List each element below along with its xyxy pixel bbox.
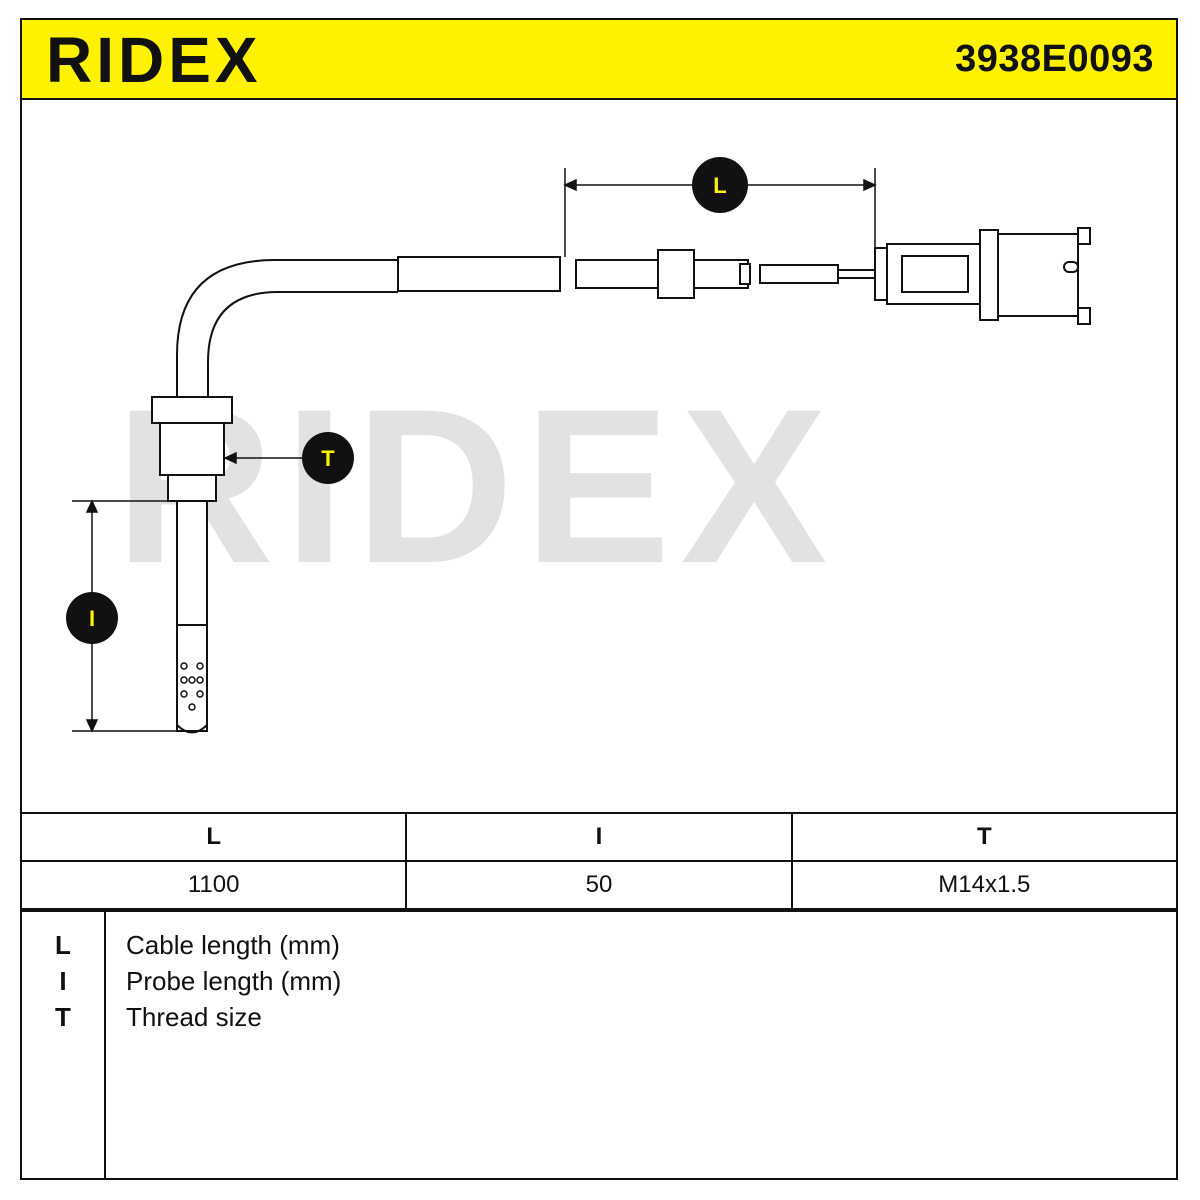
legend-description: Probe length (mm) [126,966,342,996]
specs-value-t: M14x1.5 [790,860,1179,910]
dimension-badge-l: L [713,173,726,198]
specs-header-i: I [405,812,793,862]
watermark-logo: RIDEX [115,363,837,609]
specs-value-l: 1100 [19,860,408,910]
legend-code: I [59,966,67,996]
specs-header-t: T [790,812,1179,862]
legend-row: L Cable length (mm) [22,930,1176,966]
brand-logo-text: RIDEX [46,26,262,96]
specs-header-row: L I T [19,812,1179,862]
probe-holes [180,662,204,711]
electrical-connector [874,227,1091,325]
dimension-badge-t: T [321,446,335,471]
thin-cable [759,264,839,284]
legend-description: Cable length (mm) [126,930,340,960]
part-number: 3938E0093 [955,38,1154,80]
dimension-t: T [223,432,354,484]
specs-table: L I T 1100 50 M14x1.5 [19,812,1179,910]
legend-row: I Probe length (mm) [22,966,1176,1002]
sensor-cable-elbow [176,259,398,396]
dimension-i: I [66,499,177,733]
sensor-drawing: RIDEX [66,157,1091,734]
legend-description: Thread size [126,1002,262,1032]
legend-code: T [55,1002,71,1032]
cable-sleeve [397,256,561,292]
legend-divider [104,912,106,1178]
brand-logo: RIDEX [46,24,316,101]
dimension-badge-i: I [89,606,95,631]
dimension-l: L [563,157,877,257]
legend-panel: L Cable length (mm) I Probe length (mm) … [20,910,1178,1180]
legend-code: L [55,930,71,960]
specs-value-row: 1100 50 M14x1.5 [19,860,1179,910]
threaded-body [159,422,225,476]
header-bar: RIDEX 3938E0093 [20,18,1178,100]
legend-row: T Thread size [22,1002,1176,1038]
hex-nut [151,396,233,424]
specs-header-l: L [19,812,408,862]
specs-value-i: 50 [405,860,793,910]
